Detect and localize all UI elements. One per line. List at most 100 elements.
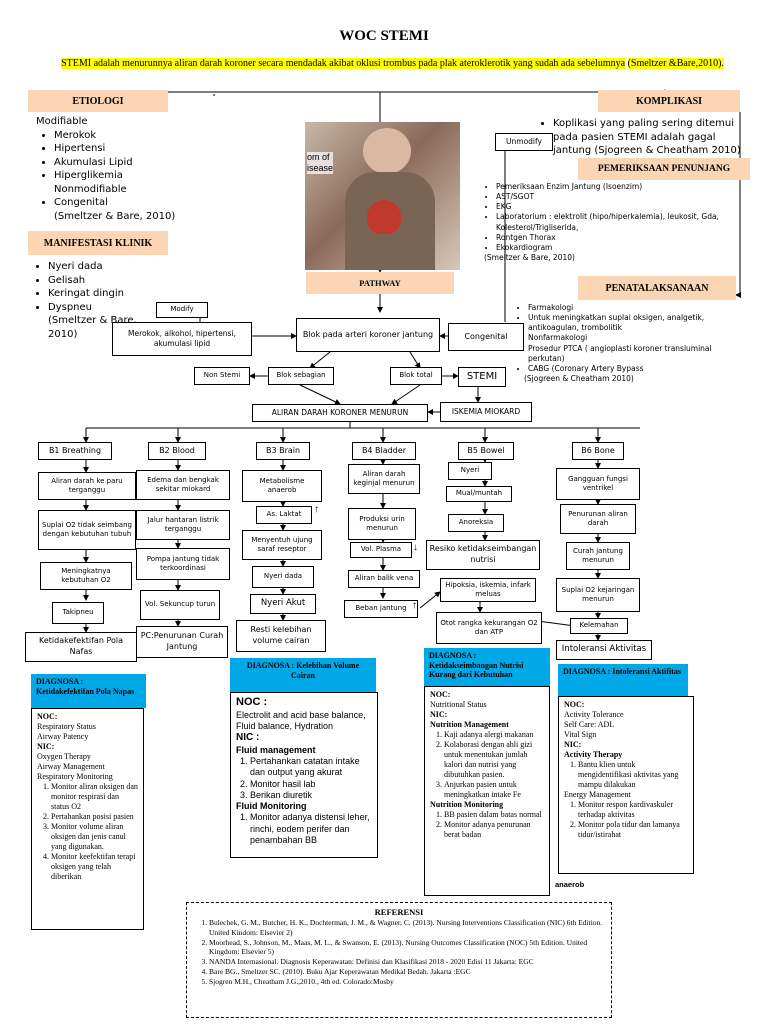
dx4-noc: Self Care: ADL	[564, 720, 615, 729]
penatalaksanaan-item: CABG (Coronary Artery Bypass	[528, 364, 740, 374]
arrow-up-icon: ↑	[314, 504, 319, 515]
etiologi-nonmodifiable: Nonmodifiable	[54, 183, 127, 195]
referensi-panel: REFERENSI Bulechek, G. M., Butcher, H. K…	[186, 902, 612, 1018]
dx3-item: Kaji adanya alergi makanan	[444, 730, 544, 740]
blok-total-box: Blok total	[390, 367, 442, 385]
penatalaksanaan-item: Nonfarmakologi	[528, 333, 740, 343]
dx4-panel: NOC: Activity Tolerance Self Care: ADL V…	[558, 696, 694, 874]
b3-result: Nyeri Akut	[250, 594, 316, 614]
dx1-noc: Airway Patency	[37, 732, 89, 741]
dx2-fm-label: Fluid management	[236, 744, 316, 755]
dx2-noc: Electrolit and acid base balance, Fluid …	[236, 709, 366, 731]
komplikasi-header: KOMPLIKASI	[598, 90, 740, 112]
dx3-item: Kolaborasi dengan ahli gizi untuk menent…	[444, 740, 544, 780]
dx1-item: Monitor aliran oksigen dan monitor respi…	[51, 782, 138, 812]
b3-step: Menyentuh ujung saraf reseptor	[242, 530, 322, 560]
dx1-nic: Airway Management	[37, 762, 105, 771]
etiologi-header: ETIOLOGI	[28, 90, 168, 112]
komplikasi-item: Koplikasi yang paling sering ditemui pad…	[553, 117, 753, 158]
b4-step: Produksi urin menurun	[348, 508, 416, 540]
dx3-title: DIAGNOSA : Ketidakseimbangan Nutrisi Kur…	[424, 648, 550, 686]
dx3-noc: Nutritional Status	[430, 700, 487, 709]
dx1-noc: Respiratory Status	[37, 722, 96, 731]
etiologi-item: Hiperglikemia	[54, 169, 226, 183]
b3-header: B3 Brain	[256, 442, 310, 460]
b3-step: Nyeri dada	[252, 566, 314, 588]
penatalaksanaan-item: Prosedur PTCA ( angioplasti koroner tran…	[528, 344, 740, 364]
dx2-nic-label: NIC :	[236, 732, 260, 744]
penunjang-item: Rontgen Thorax	[496, 233, 738, 243]
dx4-noc-label: NOC:	[564, 700, 585, 709]
b2-header: B2 Blood	[148, 442, 206, 460]
dx4-em-label: Energy Management	[564, 790, 631, 799]
penatalaksanaan-item: Untuk meningkatkan suplai oksigen, analg…	[528, 313, 740, 333]
dx3-item: BB pasien dalam batas normal	[444, 810, 544, 820]
b5-result: Resiko ketidakseimbangan nutrisi	[426, 540, 540, 570]
manifestasi-list: Nyeri dada Gelisah Keringat dingin Dyspn…	[30, 260, 190, 341]
dx2-panel: NOC : Electrolit and acid base balance, …	[230, 692, 378, 858]
arrow-up-icon: ↑	[412, 600, 417, 611]
dx4-at-label: Activity Therapy	[564, 750, 623, 759]
dx1-panel: NOC: Respiratory Status Airway Patency N…	[31, 708, 144, 930]
heart-attack-illustration: om of isease	[305, 122, 460, 270]
dx3-nmon-label: Nutrition Monitoring	[430, 800, 504, 809]
b1-header: B1 Breathing	[38, 442, 112, 460]
b5-otot: Otot rangka kekurangan O2 dan ATP	[436, 612, 542, 644]
b3-step: As. Laktat	[256, 506, 312, 524]
manifestasi-item: Gelisah	[48, 274, 190, 288]
b1-step: Takipneu	[52, 602, 104, 624]
penunjang-item: Ekokardiogram	[496, 243, 738, 253]
dx1-nic: Oxygen Therapy	[37, 752, 91, 761]
b2-step: Edema dan bengkak sekitar miokard	[136, 470, 230, 500]
image-caption-line: om of	[307, 152, 330, 162]
b6-step: Penurunan aliran darah	[560, 504, 636, 534]
b3-step: Metabolisme anaerob	[242, 470, 322, 502]
b6-step: Gangguan fungsi ventrikel	[556, 468, 640, 500]
b5-hipoksia: Hipoksia, iskemia, infark meluas	[440, 578, 536, 602]
b1-step: Meningkatnya kebutuhan O2	[40, 562, 132, 590]
risk-factors-box: Merokok, alkohol, hipertensi, akumulasi …	[112, 322, 252, 356]
dx4-item: Bantu klien untuk mengidentifikasi aktiv…	[578, 760, 688, 790]
b2-result: PC:Penurunan Curah Jantung	[136, 626, 228, 658]
dx3-item: Anjurkan pasien untuk meningkatkan intak…	[444, 780, 544, 800]
dx4-noc: Activity Tolerance	[564, 710, 624, 719]
blok-arteri-box: Blok pada arteri koroner jantung	[296, 318, 440, 352]
b1-result: Ketidakefektifan Pola Nafas	[25, 632, 137, 662]
dx2-noc-label: NOC :	[236, 696, 268, 708]
pathway-header: PATHWAY	[306, 272, 454, 294]
dx2-item: Berikan diuretik	[250, 790, 372, 801]
heart-icon	[367, 200, 401, 234]
dx2-title: DIAGNOSA : Kelebihan Volume Cairan	[230, 658, 376, 692]
dx2-item: Monitor adanya distensi leher, rinchi, e…	[250, 812, 372, 846]
dx3-nm-label: Nutrition Management	[430, 720, 509, 729]
dx4-title: DIAGNOSA : Intoleransi Aktifitas	[558, 664, 688, 696]
b5-step: Mual/muntah	[446, 486, 512, 502]
manifestasi-item: Keringat dingin	[48, 287, 190, 301]
non-stemi-box: Non Stemi	[194, 367, 250, 385]
aliran-darah-box: ALIRAN DARAH KORONER MENURUN	[252, 404, 428, 422]
penatalaksanaan-source: (Sjogreen & Cheatham 2010)	[524, 373, 634, 383]
penunjang-source: (Smeltzer & Bare, 2010)	[484, 252, 575, 262]
dx1-nic-label: NIC:	[37, 742, 55, 751]
dx3-nic-label: NIC:	[430, 710, 448, 719]
penunjang-header: PEMERIKSAAN PENUNJANG	[578, 158, 750, 180]
definition: STEMI adalah menurunnya aliran darah kor…	[60, 57, 725, 71]
etiologi-item: Merokok	[54, 129, 226, 143]
dx3-noc-label: NOC:	[430, 690, 451, 699]
b1-step: Suplai O2 tidak seimbang dengan kebutuha…	[38, 510, 136, 550]
dx1-nic: Respiratory Monitoring	[37, 772, 113, 781]
penunjang-item: EKG	[496, 202, 738, 212]
image-caption-line: isease	[307, 162, 334, 173]
b6-result: Intoleransi Aktivitas	[556, 640, 652, 660]
manifestasi-item: Dyspneu	[48, 301, 190, 315]
anaerob-label: anaerob	[555, 880, 585, 889]
dx1-item: Monitor keefektifan terapi oksigen yang …	[51, 852, 138, 882]
etiologi-list: Modifiable Merokok Hipertensi Akumulasi …	[36, 115, 226, 223]
etiologi-item: Hipertensi	[54, 142, 226, 156]
b4-step: Vol. Plasma	[350, 542, 412, 558]
b6-header: B6 Bone	[572, 442, 624, 460]
page-title: WOC STEMI	[339, 28, 429, 44]
dx4-item: Monitor respon kardivaskuler terhadap ak…	[578, 800, 688, 820]
definition-source: (Smeltzer &Bare,2010).	[627, 58, 724, 69]
